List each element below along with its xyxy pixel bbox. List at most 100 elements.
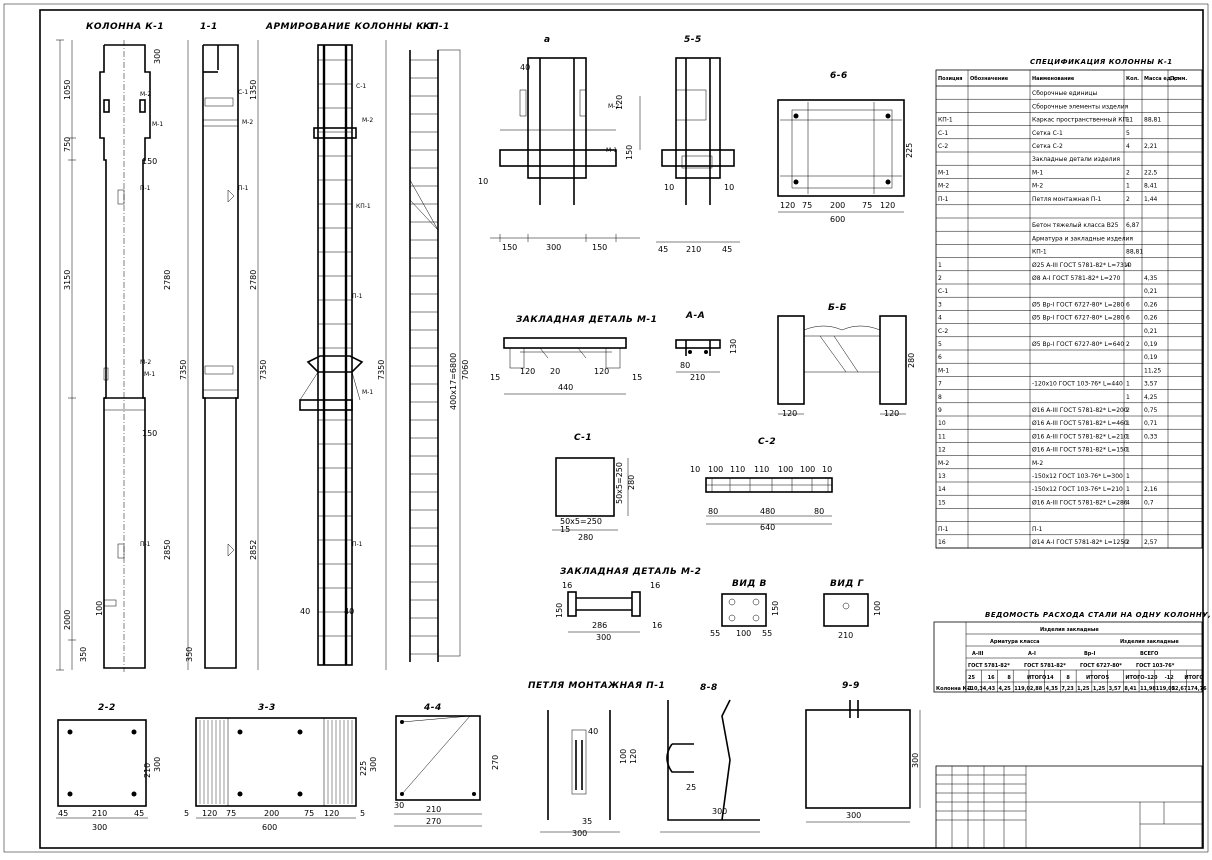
dim-c1-280h: 280 xyxy=(578,533,593,542)
spec-cell: 4 xyxy=(1126,499,1130,506)
vedom-cell: 7,23 xyxy=(1061,686,1074,692)
spec-cell: Каркас пространственный КП-1 xyxy=(1032,117,1133,124)
spec-cell: 0,26 xyxy=(1144,301,1158,308)
dim-s44-270v: 270 xyxy=(491,755,500,770)
spec-cell: 16 xyxy=(938,539,946,546)
vedom-cell: 4,25 xyxy=(998,686,1011,692)
section-8-8 xyxy=(660,699,760,833)
dim-col-in-2780: 2780 xyxy=(163,270,172,290)
title-kp1: КП-1 xyxy=(423,22,450,32)
dim-petlya-35: 35 xyxy=(582,817,592,826)
title-kolonna: КОЛОННА К-1 xyxy=(86,22,164,32)
dim-s55-10b: 10 xyxy=(724,183,734,192)
dim-s44-210: 210 xyxy=(426,805,441,814)
dim-s33-120b: 120 xyxy=(324,809,339,818)
dim-s11-1350: 1350 xyxy=(249,80,258,100)
mark-s11-p1: П-1 xyxy=(238,185,249,192)
title-spec: СПЕЦИФИКАЦИЯ КОЛОННЫ К-1 xyxy=(1030,58,1173,66)
dim-s55-45a: 45 xyxy=(658,245,668,254)
spec-cell: П-1 xyxy=(1032,526,1043,533)
dim-col-in-300: 300 xyxy=(153,49,162,64)
section-bb xyxy=(777,315,907,415)
kp1-stirrups xyxy=(410,59,438,655)
outer-frame xyxy=(3,3,1209,853)
spec-cell: 4 xyxy=(1126,262,1130,269)
mark-armir-m2: М-2 xyxy=(362,117,373,124)
vedom-cell: 3,57 xyxy=(1109,686,1122,692)
spec-cell: 1 xyxy=(1126,394,1130,401)
dim-s66-75b: 75 xyxy=(862,201,872,210)
vedom-cell: 4,43 xyxy=(983,686,996,692)
spec-cell: 2 xyxy=(1126,196,1130,203)
spec-header-cell: Прим. xyxy=(1170,76,1187,82)
dim-col-2000: 2000 xyxy=(63,610,72,630)
dim-s22-300: 300 xyxy=(92,823,107,832)
mark-armir-c1: С-1 xyxy=(356,83,366,90)
mesh-c2-rods xyxy=(711,478,829,492)
spec-cell: Ø16 А-III ГОСТ 5781-82* L=460 xyxy=(1032,420,1128,427)
title-c2: С-2 xyxy=(758,437,776,447)
spec-cell: 5 xyxy=(1126,130,1130,137)
spec-cell: 8,41 xyxy=(1144,183,1158,190)
vedom-sub: ИТОГО xyxy=(1086,675,1105,681)
dim-armir-7350: 7350 xyxy=(377,360,386,380)
dim-s66-225: 225 xyxy=(905,143,914,158)
spec-cell: М-2 xyxy=(1032,460,1043,467)
dim-c2-110a: 110 xyxy=(730,465,745,474)
spec-cell: 0,33 xyxy=(1144,433,1158,440)
vedom-col2: А-III xyxy=(972,651,984,657)
spec-cell: Ø5 Вр-I ГОСТ 6727-80* L=280 xyxy=(1032,301,1124,308)
view-g xyxy=(823,593,869,627)
spec-cell: 0,21 xyxy=(1144,288,1158,295)
vedom-cell: 1,25 xyxy=(1093,686,1106,692)
dim-vv-55b: 55 xyxy=(762,629,772,638)
spec-cell: -150х12 ГОСТ 103-76* L=210 xyxy=(1032,486,1123,493)
spec-cell: 6 xyxy=(938,354,942,361)
title-block xyxy=(935,765,1203,849)
mark-armir-m1: М-1 xyxy=(362,389,373,396)
title-armirovanie: АРМИРОВАНИЕ КОЛОННЫ К-1 xyxy=(265,22,435,32)
vedom-col2: А-I xyxy=(1028,651,1036,657)
vedom-col3: ГОСТ 6727-80* xyxy=(1080,663,1122,669)
dim-s33-200: 200 xyxy=(264,809,279,818)
spec-cell: 1 xyxy=(1126,433,1130,440)
spec-cell: Ø16 А-III ГОСТ 5781-82* L=200 xyxy=(1032,407,1128,414)
dim-c2-80a: 80 xyxy=(708,507,718,516)
spec-cell: 6 xyxy=(1126,315,1130,322)
section-9-9 xyxy=(805,700,921,823)
dim-s55-210: 210 xyxy=(686,245,701,254)
dim-det-a-120: 120 xyxy=(615,95,624,110)
dim-s44-30: 30 xyxy=(394,801,404,810)
dim-vg-100: 100 xyxy=(873,601,882,616)
spec-cell: 11 xyxy=(938,433,946,440)
dim-det-a-300: 300 xyxy=(546,243,561,252)
spec-cell: 22,5 xyxy=(1144,169,1158,176)
dim-m2-16a: 16 xyxy=(562,581,572,590)
dim-det-a-150b: 150 xyxy=(592,243,607,252)
spec-cell: 12 xyxy=(938,447,946,454)
vedom-col3: ГОСТ 5781-82* xyxy=(1024,663,1066,669)
spec-cell: 2,16 xyxy=(1144,486,1158,493)
dim-s55-10a: 10 xyxy=(664,183,674,192)
column-k1-elevation xyxy=(99,40,151,672)
mark-col-p1a: П-1 xyxy=(140,185,151,192)
dim-col-total: 7350 xyxy=(179,360,188,380)
title-petlya: ПЕТЛЯ МОНТАЖНАЯ П-1 xyxy=(528,681,665,691)
dim-c2-80b: 80 xyxy=(814,507,824,516)
vedom-col1: Арматура класса xyxy=(990,639,1040,645)
spec-cell: 14 xyxy=(938,486,946,493)
dim-bb-280: 280 xyxy=(907,353,916,368)
dim-petlya-120: 120 xyxy=(629,749,638,764)
dim-m2-16b: 16 xyxy=(650,581,660,590)
spec-cell: 0,19 xyxy=(1144,354,1158,361)
dim-det-a-150v: 150 xyxy=(625,145,634,160)
dim-vg-210: 210 xyxy=(838,631,853,640)
dim-det-a-40: 40 xyxy=(520,63,530,72)
title-section-5-5: 5-5 xyxy=(684,35,702,45)
dim-bb-120a: 120 xyxy=(782,409,797,418)
spec-cell: 0,75 xyxy=(1144,407,1158,414)
spec-cell: С-2 xyxy=(938,143,948,150)
mark-col-m2a: М-2 xyxy=(140,91,151,98)
